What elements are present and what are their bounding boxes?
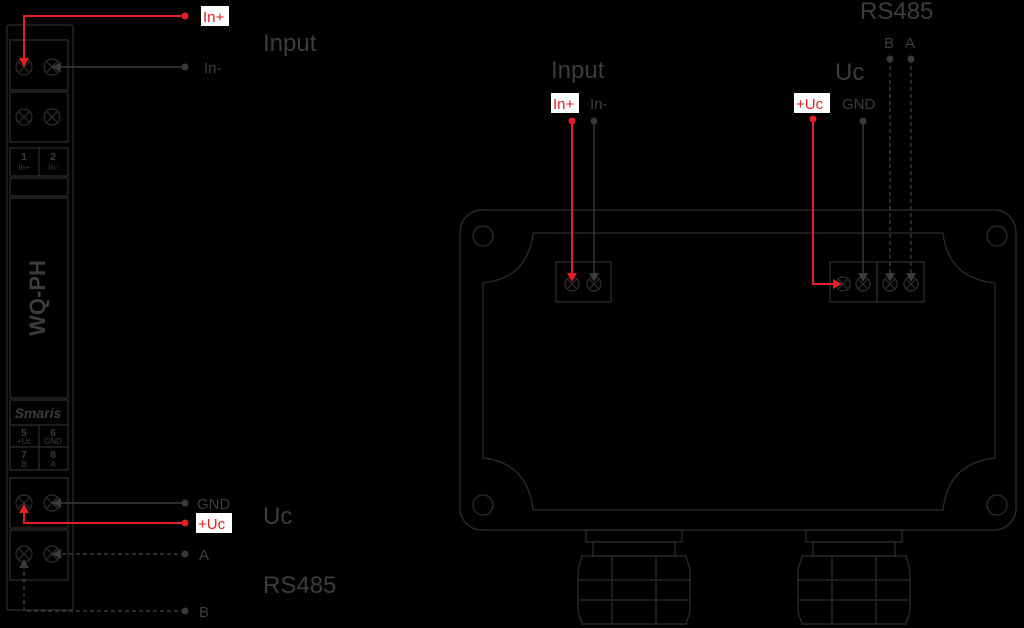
label-b: B	[199, 604, 209, 621]
heading-uc-left: Uc	[263, 503, 292, 530]
terminal-block-spare	[9, 91, 69, 143]
tag-bg	[201, 6, 229, 26]
wire-b-left	[23, 560, 185, 612]
wire-in-plus-left	[23, 15, 185, 62]
arrow-icon	[52, 549, 61, 559]
label-a-right: A	[905, 35, 915, 52]
terminal-name-b: B	[21, 460, 26, 469]
screw-terminal-icon	[564, 276, 919, 292]
label-uc-plus: +Uc	[198, 516, 226, 533]
label-b-right: B	[884, 35, 894, 52]
mounting-hole	[472, 225, 494, 247]
terminal-block-rs485	[9, 529, 69, 581]
arrow-icon	[567, 273, 577, 282]
terminal-number-6: 6	[50, 428, 56, 439]
right-wiring	[567, 55, 916, 289]
module-face	[9, 197, 69, 399]
terminal-name-in-minus: In-	[48, 163, 58, 172]
terminal-name-uc-plus: +Uc	[17, 437, 31, 446]
left-wiring	[19, 12, 189, 615]
terminal-number-8: 8	[50, 450, 56, 461]
enclosure-lid	[482, 232, 996, 511]
tag-bg	[196, 513, 232, 533]
label-in-plus: In+	[203, 9, 225, 26]
tag-bg	[551, 93, 579, 113]
terminal-block-input	[9, 39, 69, 91]
terminal-name-in-plus: In+	[18, 163, 30, 172]
arrow-icon	[858, 273, 868, 282]
label-in-plus-right: In+	[553, 96, 575, 113]
heading-rs485-left: RS485	[263, 572, 336, 599]
terminal-number-5: 5	[21, 428, 27, 439]
arrow-icon	[589, 273, 599, 282]
arrow-icon	[19, 504, 29, 513]
mounting-hole	[986, 494, 1008, 516]
arrow-icon	[885, 273, 895, 282]
label-gnd-right: GND	[842, 96, 876, 113]
mounting-hole	[472, 494, 494, 516]
enclosure-module	[459, 209, 1017, 625]
model-name: WQ-PH	[25, 260, 50, 336]
label-gnd: GND	[197, 496, 231, 513]
heading-rs485-right: RS485	[860, 0, 933, 25]
label-in-minus: In-	[204, 60, 222, 77]
cable-gland-left	[577, 529, 691, 625]
screw-terminal-icon	[15, 58, 61, 563]
arrow-icon	[52, 498, 61, 508]
heading-uc-right: Uc	[835, 59, 864, 86]
mounting-hole	[986, 225, 1008, 247]
terminal-number-7: 7	[21, 450, 27, 461]
cable-gland-right	[797, 529, 911, 625]
label-a: A	[199, 547, 209, 564]
terminal-name-gnd: GND	[44, 437, 62, 446]
label-panel-gap	[9, 177, 69, 197]
arrow-icon	[833, 279, 842, 289]
heading-input-right: Input	[551, 57, 605, 84]
wire-uc-plus-right	[812, 119, 838, 285]
arrow-icon	[19, 58, 29, 67]
terminal-name-a: A	[50, 460, 56, 469]
label-uc-plus-right: +Uc	[796, 96, 824, 113]
enclosure-body	[459, 209, 1017, 531]
din-module-body	[6, 24, 74, 611]
arrow-icon	[906, 273, 916, 282]
arrow-icon	[52, 62, 61, 72]
label-in-minus-right: In-	[590, 96, 608, 113]
tag-bg	[794, 93, 830, 113]
terminal-number-2: 2	[50, 152, 56, 163]
brand-logo: Smaris	[15, 405, 62, 421]
terminal-block-input-right	[555, 261, 612, 303]
heading-input-left: Input	[263, 30, 317, 57]
terminal-number-1: 1	[21, 152, 27, 163]
terminal-block-rs485-right	[876, 261, 925, 303]
arrow-icon	[19, 559, 29, 568]
